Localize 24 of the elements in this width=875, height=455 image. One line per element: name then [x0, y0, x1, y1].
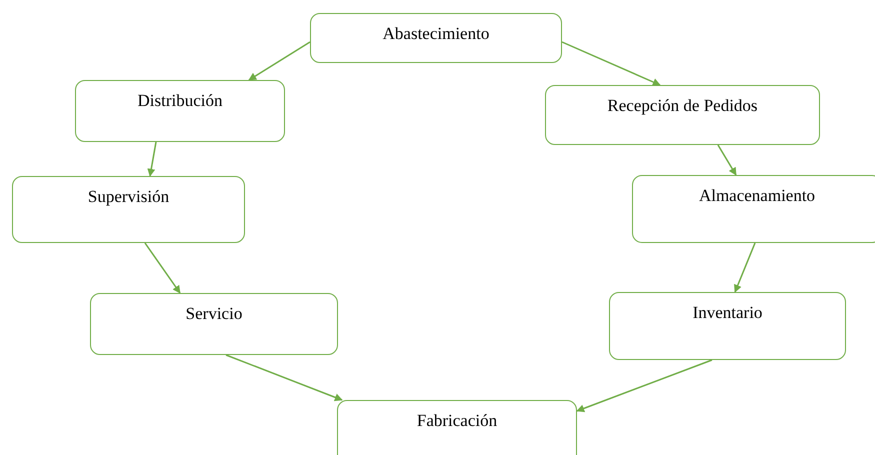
arrow [734, 242, 756, 293]
process-box [75, 80, 285, 142]
arrow [226, 354, 343, 402]
box-label: Servicio [186, 303, 242, 324]
process-box [12, 176, 245, 243]
box-label: Distribución [138, 90, 222, 112]
arrow [144, 242, 181, 294]
process-box [90, 293, 338, 355]
arrow [562, 41, 661, 86]
arrow [147, 142, 157, 177]
arrow [248, 41, 310, 81]
process-box [337, 400, 577, 455]
box-label: Almacenamiento [698, 185, 816, 206]
box-label: Inventario [692, 302, 762, 324]
box-label: Fabricación [416, 410, 498, 432]
process-box [632, 175, 875, 243]
box-label: Abastecimiento [382, 23, 490, 44]
arrow [717, 144, 737, 176]
process-box [545, 85, 820, 145]
process-box [609, 292, 846, 360]
box-label: Recepción de Pedidos [607, 95, 758, 116]
box-label: Supervisión [88, 186, 170, 208]
arrow [576, 359, 712, 412]
process-box [310, 13, 562, 63]
